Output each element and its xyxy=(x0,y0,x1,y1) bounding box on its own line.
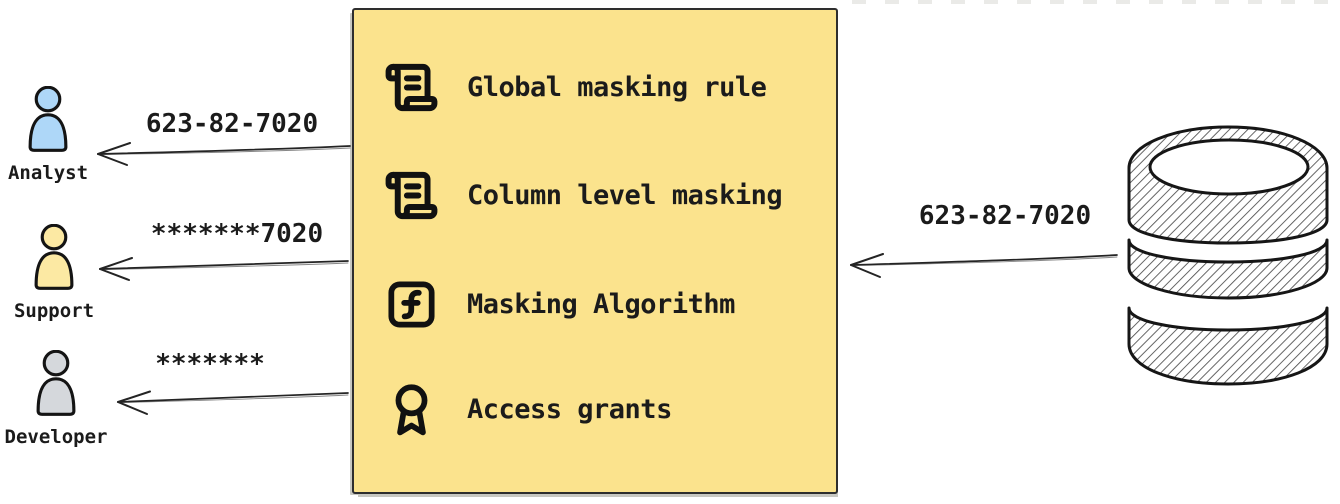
arrow-to-analyst xyxy=(97,142,351,166)
value-to-analyst: 623-82-7020 xyxy=(145,109,319,139)
value-to-support: *******7020 xyxy=(150,219,324,249)
person-icon xyxy=(36,350,76,416)
function-icon xyxy=(388,280,435,328)
award-icon xyxy=(395,383,428,435)
arrow-to-developer xyxy=(117,390,349,415)
rule-item-access-grants: Access grants xyxy=(384,380,672,438)
rule-label: Column level masking xyxy=(467,179,783,211)
sketch-frame-remnant xyxy=(852,0,1340,4)
arrow-from-database xyxy=(850,253,1118,278)
persona-name: Analyst xyxy=(7,162,89,184)
rule-label: Access grants xyxy=(467,393,672,425)
rule-item-column-masking: Column level masking xyxy=(384,166,783,224)
person-icon xyxy=(28,86,68,152)
rule-item-global-masking: Global masking rule xyxy=(384,58,767,116)
database-icon xyxy=(1127,125,1329,386)
scroll-icon xyxy=(385,171,438,219)
value-from-database: 623-82-7020 xyxy=(918,201,1092,231)
scroll-icon xyxy=(385,63,438,111)
persona-name: Developer xyxy=(4,426,108,448)
rule-item-masking-algorithm: Masking Algorithm xyxy=(384,275,735,333)
persona-developer: Developer xyxy=(5,350,107,448)
person-icon xyxy=(34,224,74,290)
persona-analyst: Analyst xyxy=(0,86,96,184)
rule-label: Masking Algorithm xyxy=(467,288,735,320)
persona-support: Support xyxy=(6,224,102,322)
persona-name: Support xyxy=(13,300,95,322)
masking-rules-box: Global masking rule Column level masking… xyxy=(352,8,838,494)
rule-label: Global masking rule xyxy=(467,71,767,103)
arrow-to-support xyxy=(99,257,349,281)
value-to-developer: ******* xyxy=(155,349,265,379)
